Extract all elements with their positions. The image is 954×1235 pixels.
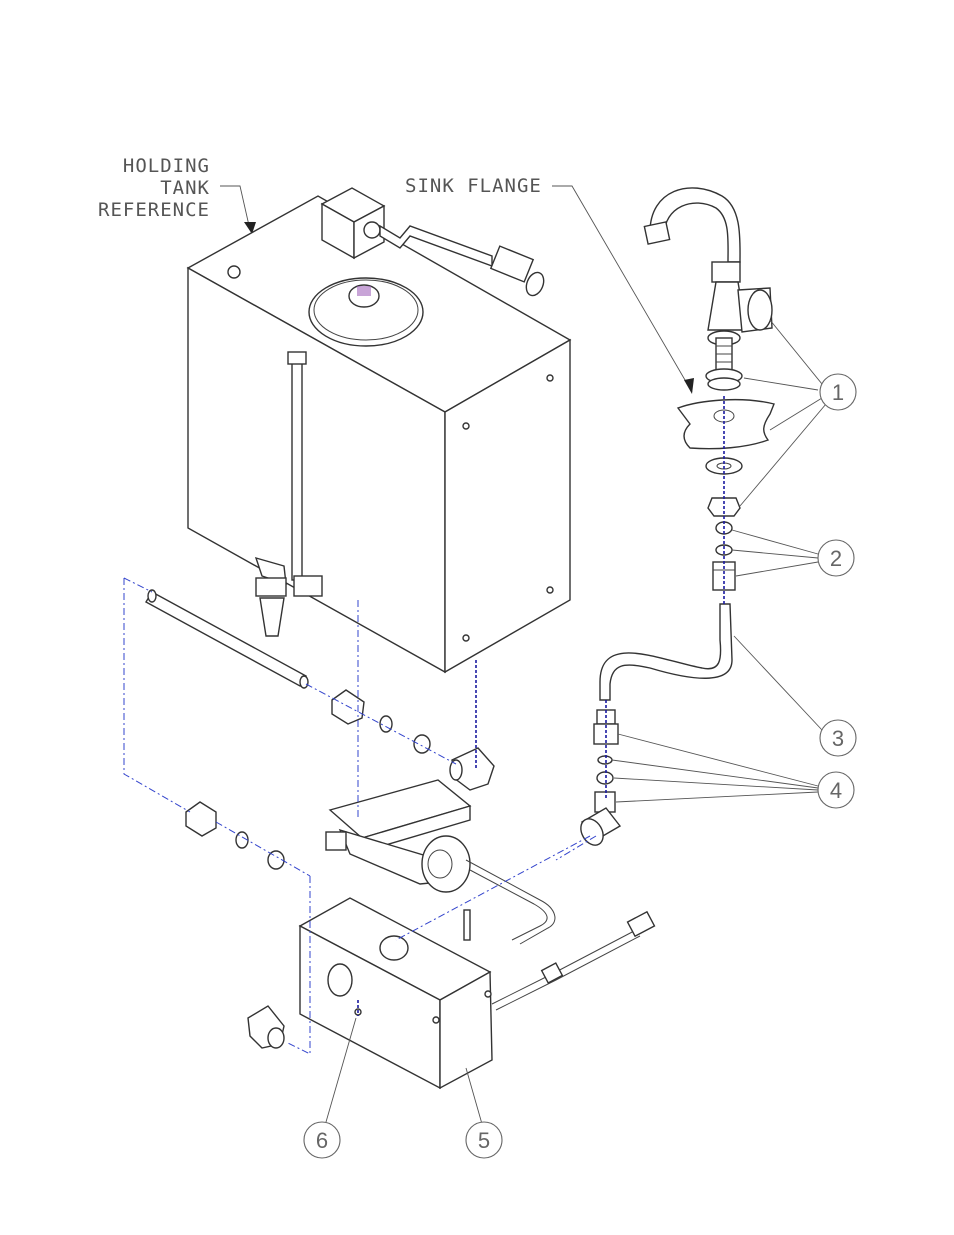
sink-flange-arrowhead <box>684 378 694 394</box>
sink-flange-label: SINK FLANGE <box>405 175 542 197</box>
callout-2-number: 2 <box>830 546 842 571</box>
holding-tank-label-line2: TANK <box>160 177 210 199</box>
callout-5-number: 5 <box>478 1128 490 1153</box>
outlet-elbow <box>248 1006 284 1048</box>
sink-flange-leader <box>552 186 692 392</box>
holding-tank-label-line1: HOLDING <box>123 155 210 177</box>
sink-flange-plate <box>678 400 774 449</box>
callout-4: 4 <box>818 772 854 808</box>
callout-5: 5 <box>466 1122 502 1158</box>
callout-1: 1 <box>820 374 856 410</box>
holding-tank-label-line3: REFERENCE <box>98 199 210 221</box>
callout-2: 2 <box>818 540 854 576</box>
callout-6: 6 <box>304 1122 340 1158</box>
power-cord <box>492 912 654 1010</box>
callout-1-number: 1 <box>832 380 844 405</box>
callout-3: 3 <box>820 720 856 756</box>
callout-3-number: 3 <box>832 726 844 751</box>
callout-6-number: 6 <box>316 1128 328 1153</box>
supply-tube <box>600 604 732 700</box>
base-enclosure <box>300 898 492 1088</box>
callout-4-number: 4 <box>830 778 842 803</box>
compression-fittings <box>576 710 620 849</box>
faucet-assembly <box>644 188 772 390</box>
